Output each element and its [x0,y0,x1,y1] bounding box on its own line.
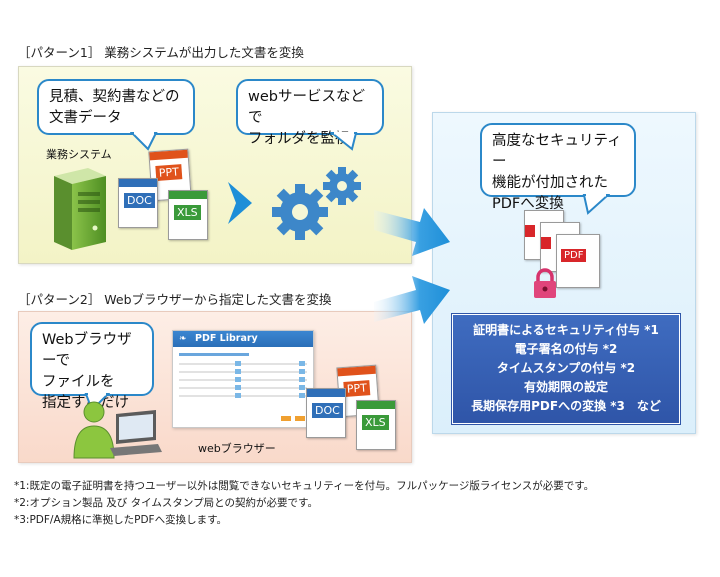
doc-file-icon: DOC [118,178,158,228]
pattern1-bubble-documents: 見積、契約書などの 文書データ [37,79,195,135]
form-row [179,363,307,365]
xls-label: XLS [362,415,389,430]
bubble-line: Webブラウザーで [42,332,132,369]
bubble-line: 機能が付加された [492,175,608,191]
pattern1-heading: ［パターン1］ 業務システムが出力した文書を変換 [18,45,304,60]
web-browser-caption: webブラウザー [198,442,276,455]
big-arrow-icon [374,276,450,324]
bubble-line: ファイルを [42,374,115,390]
browser-app-title: PDF Library [195,333,258,344]
form-row [179,379,307,381]
server-icon [54,168,106,250]
bubble-line: PDFへ変換 [492,196,564,212]
result-bubble: 高度なセキュリティー 機能が付加された PDFへ変換 [480,123,636,212]
form-buttons [299,361,305,401]
form-row [179,371,307,373]
footnote-1: *1:既定の電子証明書を持つユーザー以外は閲覧できないセキュリティーを付与。フル… [14,480,595,492]
user-computer-icon [73,401,162,459]
browser-titlebar: ❧ PDF Library [173,331,313,347]
doc-label: DOC [124,193,155,208]
lock-icon [534,268,556,298]
gears-icon [272,167,361,240]
bubble-line: 高度なセキュリティー [492,133,622,170]
pattern2-bubble-browser: Webブラウザーで ファイルを 指定するだけ [30,322,154,411]
bubble-line: webサービスなどで [248,89,365,126]
big-arrow-icon [374,208,450,256]
footnote-3: *3:PDF/A規格に準拠したPDFへ変換します。 [14,514,228,526]
footnote-2: *2:オプション製品 及び タイムスタンプ局との契約が必要です。 [14,497,318,509]
cancel-button [295,416,305,421]
bubble-line: 文書データ [49,110,122,126]
pdf-label: PDF [561,249,587,262]
submit-button [281,416,291,421]
app-logo-icon: ❧ [179,334,187,344]
bubble-tail [330,131,358,151]
doc-file-icon: DOC [306,388,346,438]
feature-item: 証明書によるセキュリティ付与 *1 [473,323,659,337]
bubble-line: 見積、契約書などの [49,89,180,105]
browser-screenshot: ❧ PDF Library [172,330,314,428]
ppt-label: PPT [155,164,183,181]
feature-item: 長期保存用PDFへの変換 *3 など [471,399,661,413]
xls-file-icon: XLS [168,190,208,240]
feature-item: タイムスタンプの付与 *2 [496,361,636,375]
pattern1-bubble-monitor: webサービスなどで フォルダを監視 [236,79,384,147]
pdf-file-icon: PDF [556,234,600,288]
bubble-tail [582,193,610,215]
pattern2-heading: ［パターン2］ Webブラウザーから指定した文書を変換 [18,292,332,307]
features-box: 証明書によるセキュリティ付与 *1 電子署名の付与 *2 タイムスタンプの付与 … [452,314,680,424]
form-row [179,395,307,397]
form-buttons [235,361,241,401]
small-arrow-icon [228,182,252,224]
bubble-line: 指定するだけ [42,395,129,411]
bubble-line: フォルダを監視 [248,131,350,147]
bubble-tail [130,131,158,151]
feature-item: 有効期限の設定 [523,380,608,394]
doc-label: DOC [312,403,343,418]
feature-item: 電子署名の付与 *2 [514,342,618,356]
form-title-line [179,353,249,356]
xls-label: XLS [174,205,201,220]
xls-file-icon: XLS [356,400,396,450]
ppt-label: PPT [343,380,371,397]
business-system-caption: 業務システム [46,148,112,161]
form-row [179,387,307,389]
footnotes: *1:既定の電子証明書を持つユーザー以外は閲覧できないセキュリティーを付与。フル… [14,478,594,529]
